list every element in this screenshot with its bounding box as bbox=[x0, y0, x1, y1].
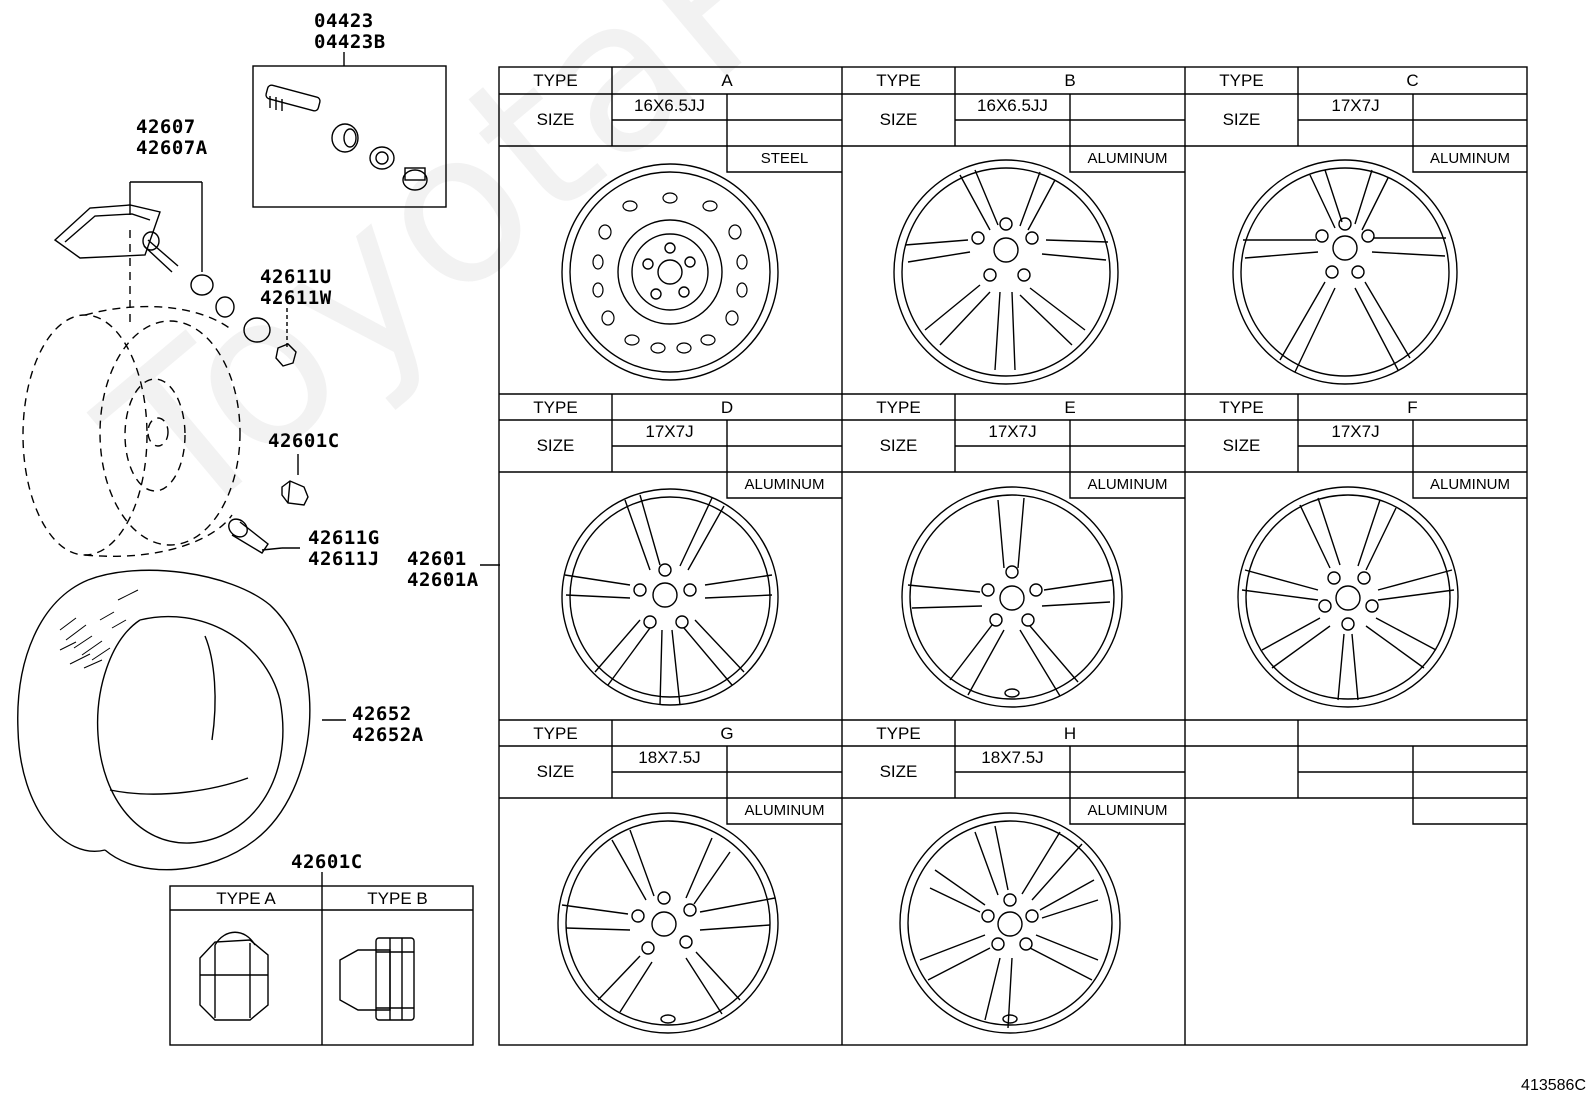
type-value-e: E bbox=[1064, 398, 1076, 417]
wheel-f-icon bbox=[1237, 486, 1459, 708]
material-h: ALUMINUM bbox=[1087, 802, 1168, 819]
nut-type-a-icon bbox=[199, 931, 269, 1021]
size-value-c: 17X7J bbox=[1331, 96, 1380, 115]
material-f: ALUMINUM bbox=[1429, 476, 1510, 493]
type-value-c: C bbox=[1406, 71, 1419, 90]
sensor-nut-part-no-1: 42611U bbox=[260, 266, 332, 288]
spare-wheel-outline bbox=[22, 305, 241, 557]
type-label-b: TYPE bbox=[876, 71, 921, 90]
material-d: ALUMINUM bbox=[744, 476, 825, 493]
wheel-e-icon bbox=[901, 486, 1123, 708]
nut-type-a-label: TYPE A bbox=[216, 889, 276, 908]
size-value-b: 16X6.5JJ bbox=[977, 96, 1048, 115]
hub-nut-part-no: 42601C bbox=[268, 430, 340, 452]
size-label-b: SIZE bbox=[879, 110, 918, 129]
nut-table-grid bbox=[169, 872, 474, 1046]
type-label-f: TYPE bbox=[1219, 398, 1264, 417]
wheel-a-steel-icon bbox=[561, 163, 779, 381]
material-a: STEEL bbox=[760, 150, 809, 167]
wheel-d-icon bbox=[561, 488, 779, 706]
type-value-d: D bbox=[720, 398, 734, 417]
type-label-a: TYPE bbox=[533, 71, 578, 90]
valve-kit-parts-icon bbox=[265, 84, 428, 191]
wheel-g-icon bbox=[557, 812, 779, 1034]
type-label-h: TYPE bbox=[876, 724, 921, 743]
type-label-g: TYPE bbox=[533, 724, 578, 743]
wheel-c-icon bbox=[1232, 159, 1458, 385]
material-b: ALUMINUM bbox=[1087, 150, 1168, 167]
wheel-part-no-2: 42601A bbox=[407, 569, 479, 591]
valve-stem-icon bbox=[228, 518, 300, 554]
tire-part-no-1: 42652 bbox=[352, 703, 412, 725]
wheel-table-grid bbox=[498, 66, 1528, 1046]
wheel-b-icon bbox=[893, 159, 1119, 385]
type-label-d: TYPE bbox=[533, 398, 578, 417]
hub-nut-icon bbox=[281, 454, 309, 506]
nut-type-b-icon bbox=[339, 937, 415, 1021]
valve-stem-part-no-2: 42611J bbox=[308, 548, 380, 570]
type-value-f: F bbox=[1407, 398, 1418, 417]
valve-kit-part-no-2: 04423B bbox=[314, 31, 386, 53]
type-label-c: TYPE bbox=[1219, 71, 1264, 90]
size-label-e: SIZE bbox=[879, 436, 918, 455]
material-e: ALUMINUM bbox=[1087, 476, 1168, 493]
size-value-e: 17X7J bbox=[988, 422, 1037, 441]
type-value-a: A bbox=[721, 71, 733, 90]
type-value-b: B bbox=[1064, 71, 1076, 90]
diagram-reference-number: 413586C bbox=[1521, 1077, 1586, 1094]
size-label-a: SIZE bbox=[536, 110, 575, 129]
size-value-f: 17X7J bbox=[1331, 422, 1380, 441]
valve-kit-part-no-1: 04423 bbox=[314, 10, 374, 32]
size-value-h: 18X7.5J bbox=[981, 748, 1044, 767]
wheel-part-no-1: 42601 bbox=[407, 548, 467, 570]
material-g: ALUMINUM bbox=[744, 802, 825, 819]
nut-table-title: 42601C bbox=[291, 851, 363, 873]
material-c: ALUMINUM bbox=[1429, 150, 1510, 167]
size-value-d: 17X7J bbox=[645, 422, 694, 441]
sensor-part-no-1: 42607 bbox=[136, 116, 196, 138]
size-label-g: SIZE bbox=[536, 762, 575, 781]
valve-stem-part-no-1: 42611G bbox=[308, 527, 380, 549]
sensor-nut-part-no-2: 42611W bbox=[260, 287, 332, 309]
type-label-e: TYPE bbox=[876, 398, 921, 417]
size-label-d: SIZE bbox=[536, 436, 575, 455]
wheel-h-icon bbox=[899, 812, 1121, 1034]
type-value-g: G bbox=[720, 724, 734, 743]
size-value-a: 16X6.5JJ bbox=[634, 96, 705, 115]
valve-kit-box bbox=[252, 52, 447, 208]
size-label-h: SIZE bbox=[879, 762, 918, 781]
tire-icon bbox=[17, 569, 346, 871]
size-value-g: 18X7.5J bbox=[638, 748, 701, 767]
tire-part-no-2: 42652A bbox=[352, 724, 424, 746]
size-label-c: SIZE bbox=[1222, 110, 1261, 129]
size-label-f: SIZE bbox=[1222, 436, 1261, 455]
nut-type-b-label: TYPE B bbox=[367, 889, 428, 908]
sensor-part-no-2: 42607A bbox=[136, 137, 208, 159]
type-value-h: H bbox=[1063, 724, 1077, 743]
